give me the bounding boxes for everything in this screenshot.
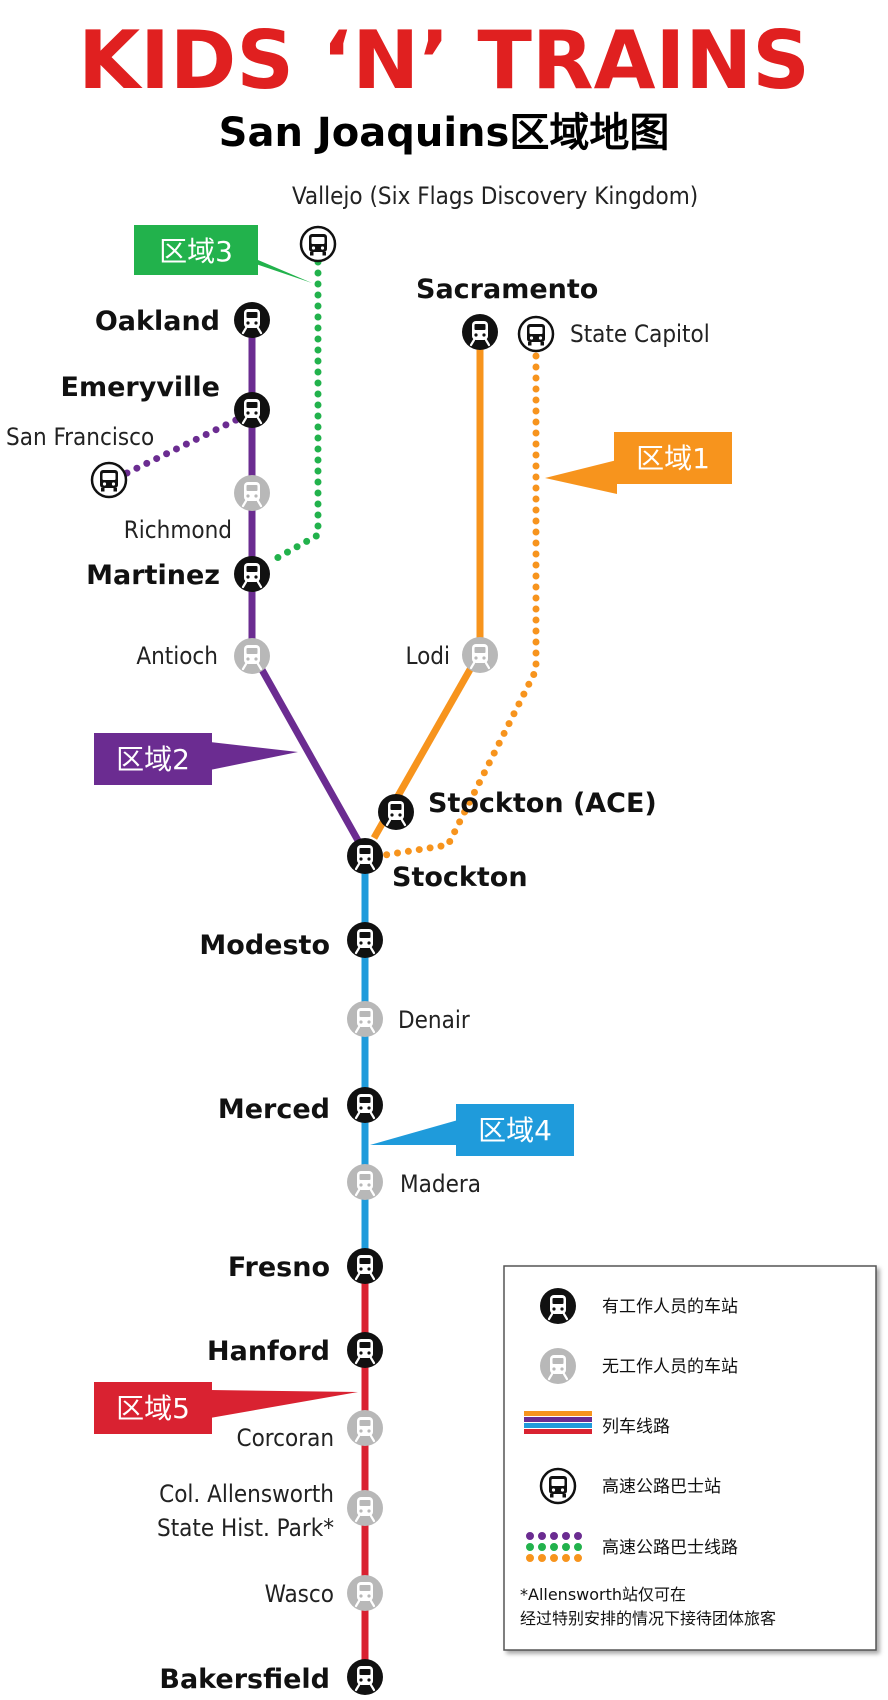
station-lodi [462, 637, 498, 673]
station-modesto [347, 922, 383, 958]
label-martinez: Martinez [86, 560, 220, 591]
station-oakland [234, 302, 270, 338]
label-antioch: Antioch [136, 642, 218, 670]
bus-stop-san-francisco [90, 461, 128, 499]
bus-route-sf [123, 416, 240, 477]
station-richmond [234, 475, 270, 511]
stations [90, 225, 555, 1695]
label-richmond: Richmond [124, 516, 232, 544]
station-bakersfield [347, 1659, 383, 1695]
bus-route-region1 [381, 352, 540, 859]
label-san-francisco: San Francisco [6, 423, 154, 451]
region-callout-1: 区域1 [545, 432, 732, 494]
station-allensworth [347, 1490, 383, 1526]
station-labels: Vallejo (Six Flags Discovery Kingdom) Oa… [6, 182, 710, 1695]
label-merced: Merced [218, 1094, 330, 1125]
station-emeryville [234, 392, 270, 428]
legend-staffed-label: 有工作人员的车站 [602, 1297, 738, 1317]
region-2-label: 区域2 [116, 743, 190, 776]
bus-stop-state-capitol [517, 315, 555, 353]
station-wasco [347, 1575, 383, 1611]
label-allensworth-line2: State Hist. Park* [157, 1514, 334, 1542]
region-callout-4: 区域4 [370, 1104, 574, 1156]
label-madera: Madera [400, 1170, 481, 1198]
label-vallejo: Vallejo (Six Flags Discovery Kingdom) [292, 182, 698, 210]
label-stockton: Stockton [392, 862, 528, 893]
legend-bus-stop-icon [539, 1467, 577, 1505]
station-corcoran [347, 1410, 383, 1446]
train-routes [248, 320, 484, 1677]
station-fresno [347, 1248, 383, 1284]
bus-route-region3 [266, 258, 322, 566]
label-modesto: Modesto [199, 930, 330, 961]
legend: 有工作人员的车站 无工作人员的车站 列车线路 高速公路巴士站 高速公路巴士线路 … [503, 1265, 877, 1651]
legend-note-line1: *Allensworth站仅可在 [520, 1585, 686, 1604]
station-madera [347, 1164, 383, 1200]
region-callout-2: 区域2 [94, 733, 298, 785]
legend-note-line2: 经过特别安排的情况下接待团体旅客 [520, 1609, 776, 1628]
region-5-label: 区域5 [116, 1392, 190, 1425]
label-oakland: Oakland [95, 306, 220, 337]
legend-train-route-swatch [524, 1411, 592, 1434]
region-3-label: 区域3 [159, 235, 233, 268]
station-martinez [234, 556, 270, 592]
station-merced [347, 1087, 383, 1123]
label-wasco: Wasco [265, 1580, 334, 1608]
region-callout-3: 区域3 [134, 225, 312, 283]
station-hanford [347, 1332, 383, 1368]
label-emeryville: Emeryville [61, 372, 220, 403]
legend-bus-route-swatch [526, 1532, 594, 1562]
legend-bus-route-label: 高速公路巴士线路 [602, 1538, 738, 1558]
route-region2-lower [248, 650, 369, 855]
station-stockton-ace [378, 794, 414, 830]
region-1-label: 区域1 [636, 442, 710, 475]
station-sacramento [462, 314, 498, 350]
region-callout-5: 区域5 [94, 1382, 358, 1434]
legend-train-route-label: 列车线路 [602, 1417, 670, 1437]
label-state-capitol: State Capitol [570, 320, 710, 348]
legend-bus-stop-label: 高速公路巴士站 [602, 1477, 721, 1497]
legend-unstaffed-icon [540, 1348, 576, 1384]
label-hanford: Hanford [207, 1336, 330, 1367]
label-lodi: Lodi [405, 642, 450, 670]
label-denair: Denair [398, 1006, 470, 1034]
bus-routes [123, 258, 540, 859]
map-subtitle: San Joaquins区域地图 [219, 110, 670, 156]
station-stockton [347, 838, 383, 874]
legend-unstaffed-label: 无工作人员的车站 [602, 1357, 738, 1377]
label-allensworth-line1: Col. Allensworth [159, 1480, 334, 1508]
legend-staffed-icon [540, 1288, 576, 1324]
station-antioch [234, 638, 270, 674]
label-sacramento: Sacramento [416, 274, 598, 305]
label-stockton-ace: Stockton (ACE) [428, 788, 657, 819]
station-denair [347, 1001, 383, 1037]
brand-title: KIDS ‘N’ TRAINS [78, 14, 810, 107]
region-4-label: 区域4 [478, 1114, 552, 1147]
label-corcoran: Corcoran [237, 1424, 335, 1452]
bus-stop-vallejo [299, 225, 337, 263]
legend-box [503, 1265, 877, 1651]
label-fresno: Fresno [228, 1252, 330, 1283]
label-bakersfield: Bakersfield [159, 1664, 330, 1695]
